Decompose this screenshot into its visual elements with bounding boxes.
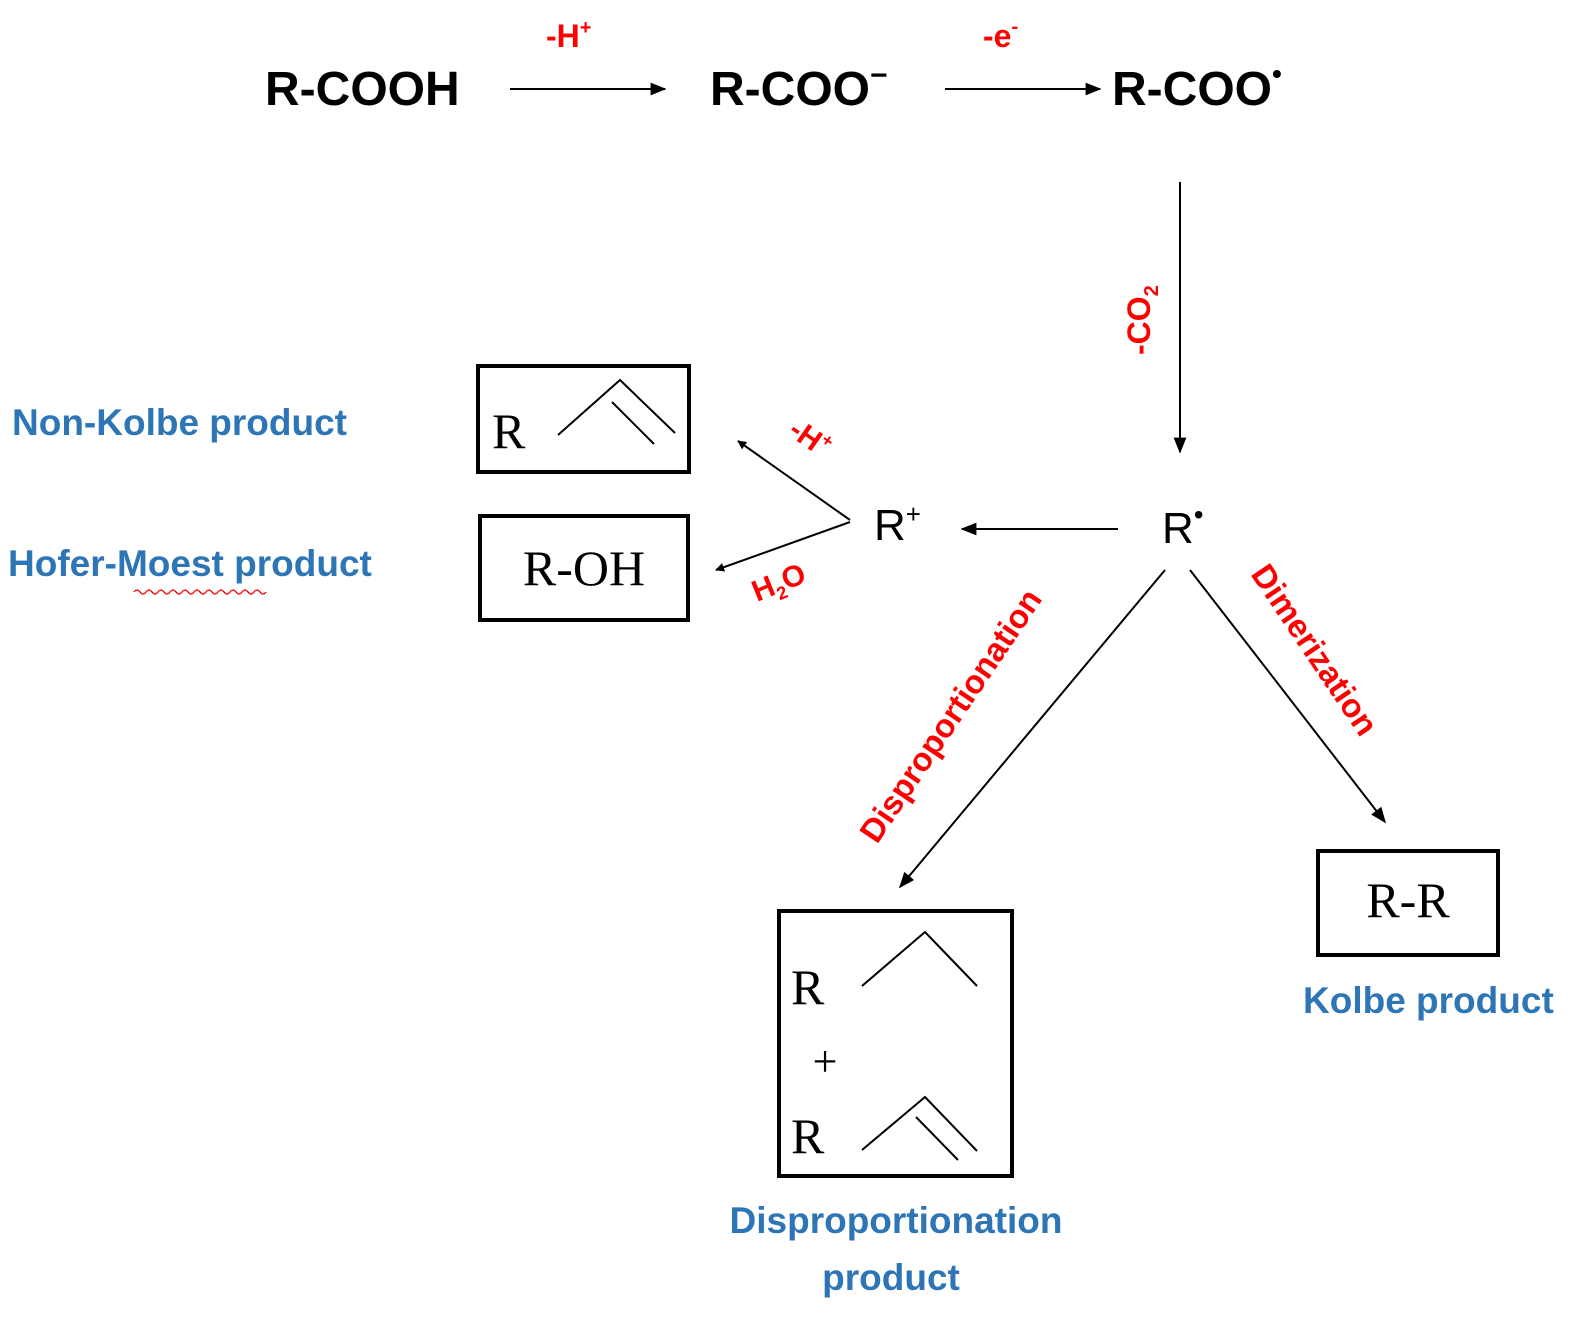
decarboxylation-reagent: -CO2 (1121, 285, 1163, 355)
hofer-moest-formula: R-OH (523, 540, 645, 596)
elimination-reagent-main: -H (783, 413, 828, 458)
carboxyl-radical-text: R-COO (1112, 63, 1272, 116)
non-kolbe-alkene-skeleton (557, 378, 676, 436)
hofer-moest-label-3: product (224, 543, 372, 584)
deprotonation-reagent: -H+ (546, 17, 591, 54)
disproportionation-r2: R (791, 1108, 825, 1164)
spellcheck-squiggle (133, 589, 267, 595)
carbocation: R+ (874, 499, 921, 550)
disproportionation-reagent: Disproportionation (852, 582, 1049, 849)
hofer-moest-product-box (478, 514, 690, 622)
carboxyl-radical-dot: • (1272, 58, 1282, 89)
hofer-moest-label-1: Hofer- (8, 543, 117, 584)
non-kolbe-double-bond (611, 401, 655, 445)
carboxylate-text: R-COO (710, 63, 870, 116)
decarboxylation-reagent-main: -CO (1121, 296, 1157, 355)
disproportionation-label-line1: Disproportionation (730, 1200, 1063, 1241)
oxidation-reagent-main: -e (983, 18, 1011, 54)
deprotonation-reagent-main: -H (546, 18, 580, 54)
carboxyl-radical-formula: R-COO• (1112, 58, 1282, 116)
alkene-skeleton (861, 1095, 978, 1152)
hydration-arrow (715, 521, 851, 572)
alkene-double-bond (915, 1116, 959, 1161)
kolbe-product-box (1316, 849, 1500, 957)
carbocation-r: R (874, 501, 906, 550)
elimination-reagent: -H+ (783, 411, 838, 464)
alkyl-radical-dot: • (1194, 499, 1204, 530)
carbocation-charge: + (906, 499, 921, 529)
disproportionation-arrow (898, 569, 1166, 889)
alkyl-radical-r: R (1162, 504, 1194, 553)
non-kolbe-label: Non-Kolbe product (12, 402, 347, 443)
decarboxylation-reagent-sub: 2 (1141, 285, 1163, 296)
kolbe-label: Kolbe product (1303, 980, 1554, 1021)
non-kolbe-product-box (476, 364, 691, 474)
alkane-skeleton (861, 930, 978, 987)
kolbe-formula: R-R (1366, 872, 1450, 928)
disproportionation-product-box (777, 909, 1014, 1178)
oxidation-reagent-sup: - (1011, 16, 1018, 38)
hydration-reagent: H2O (747, 557, 812, 612)
hofer-moest-label-2: Moest (117, 543, 224, 584)
alkyl-radical: R• (1162, 499, 1204, 553)
disproportionation-r1: R (791, 959, 825, 1015)
carboxylate-charge: − (870, 59, 888, 92)
acid-formula: R-COOH (265, 63, 460, 116)
oxidation-reagent: -e- (983, 16, 1018, 54)
carboxylate-formula: R-COO− (710, 59, 888, 116)
disproportionation-plus: + (813, 1037, 838, 1086)
dimerization-arrow (1189, 569, 1386, 824)
disproportionation-label-line2: product (822, 1257, 960, 1298)
deprotonation-reagent-sup: + (580, 17, 592, 39)
elimination-arrow (737, 440, 851, 521)
dimerization-reagent: Dimerization (1244, 557, 1385, 742)
non-kolbe-r: R (492, 403, 526, 459)
hofer-moest-label: Hofer-Moest product (8, 543, 372, 584)
